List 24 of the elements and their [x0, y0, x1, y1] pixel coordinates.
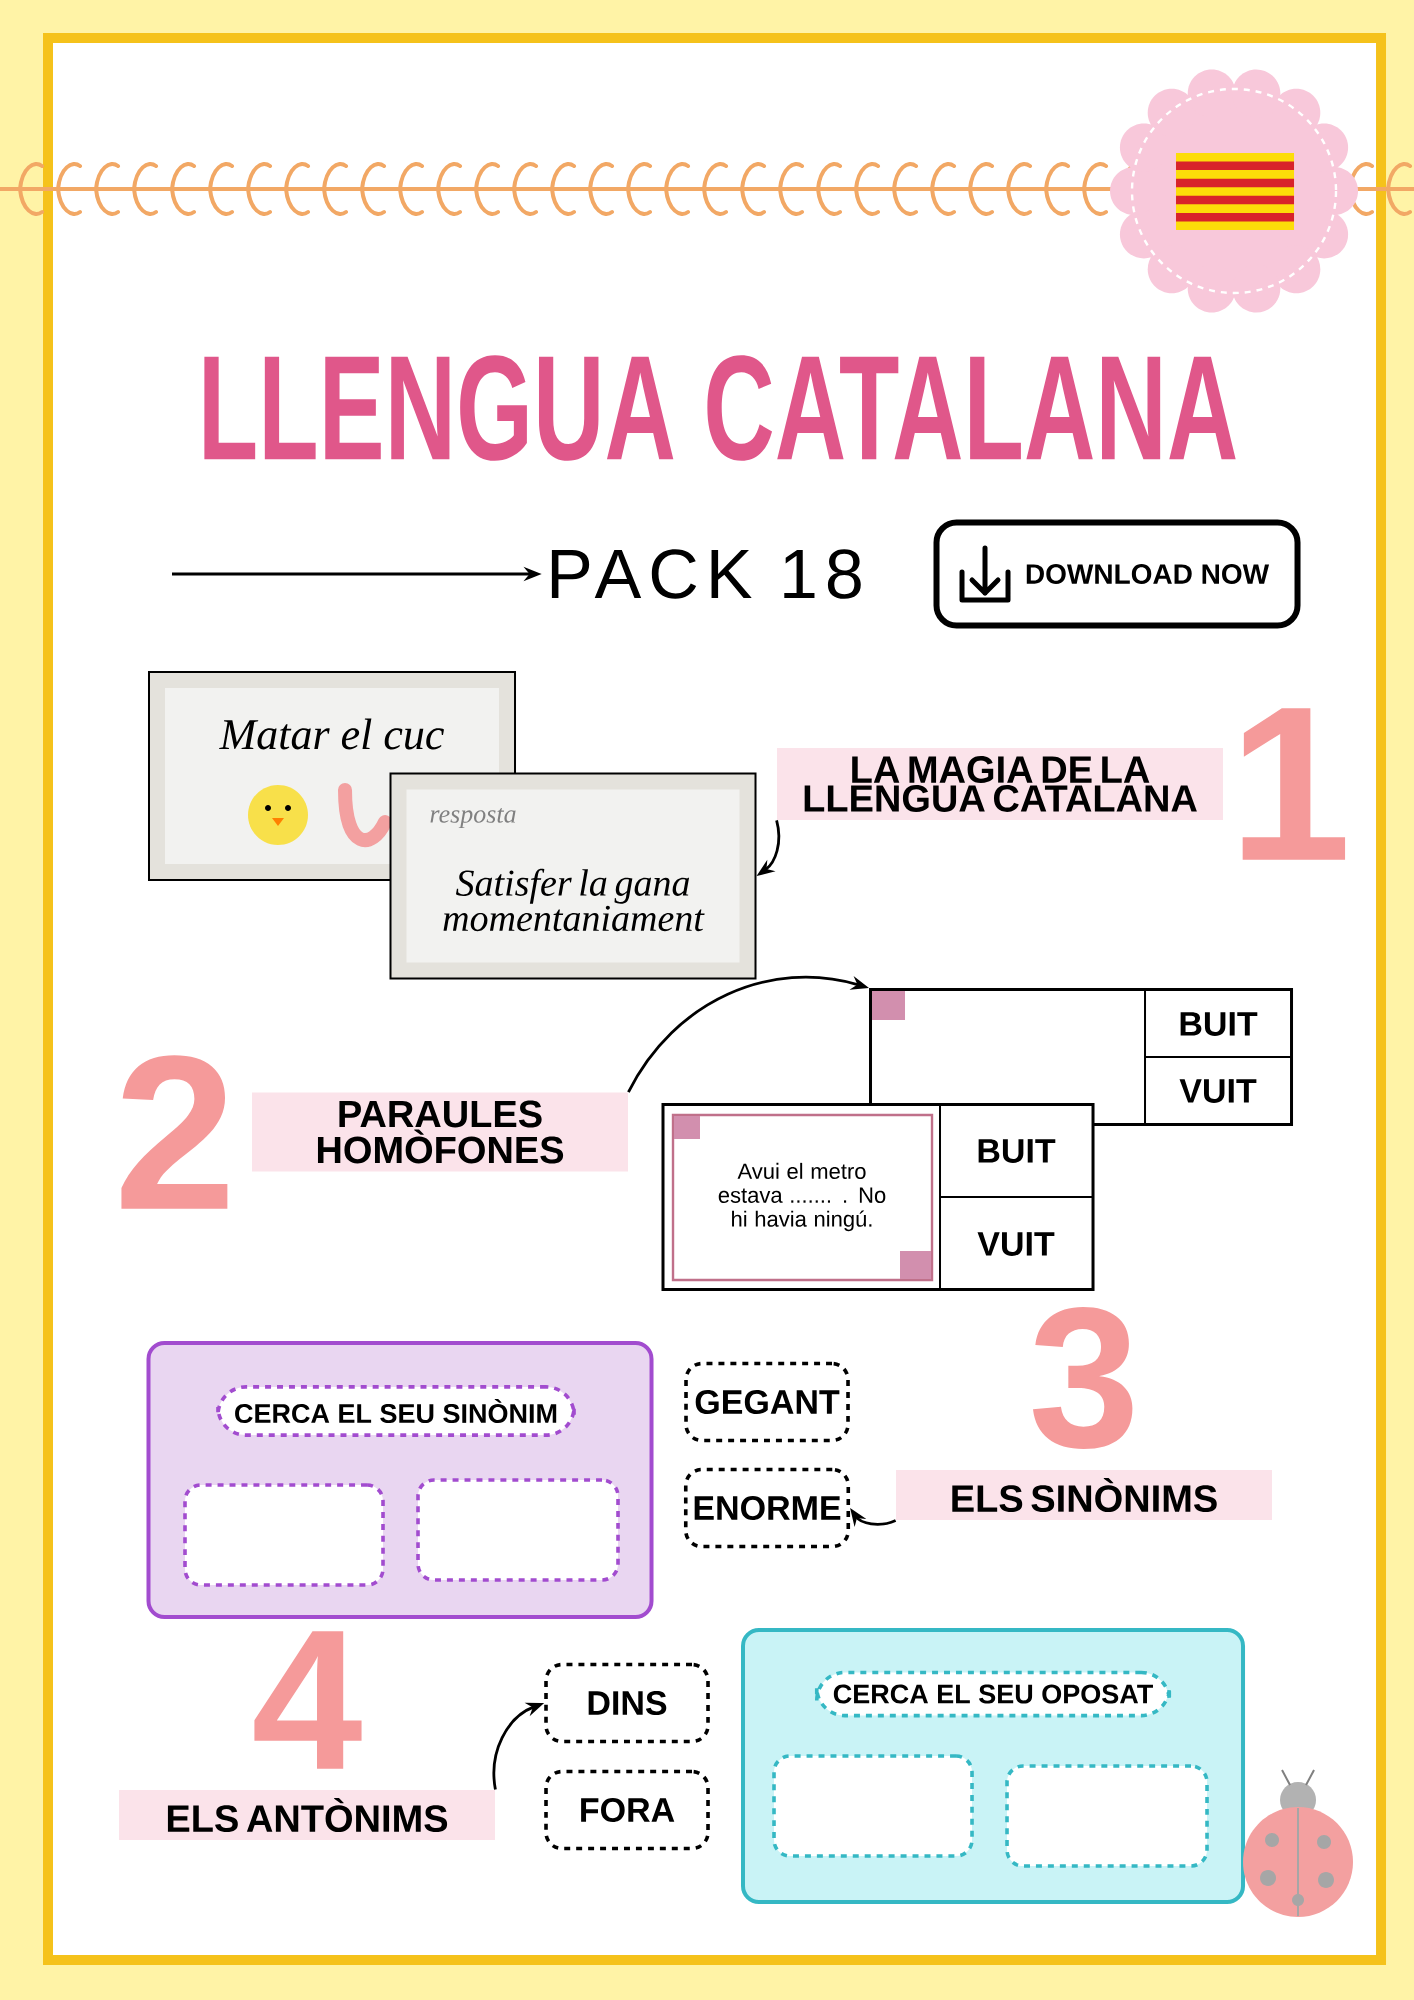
section-label: PARAULES HOMÒFONES — [252, 1092, 628, 1172]
word-tile: GEGANT — [684, 1361, 850, 1443]
word-tile: DINS — [544, 1662, 710, 1744]
big-numeral: 1 — [1242, 708, 1346, 860]
answer-box — [183, 1483, 385, 1587]
big-numeral: 2 — [121, 1055, 228, 1209]
section-label: ELS SINÒNIMS — [896, 1470, 1272, 1521]
section-label: ELS ANTÒNIMS — [119, 1790, 495, 1841]
pack-label: PACK 18 — [551, 549, 861, 599]
heading-pill: CERCA EL SEU OPOSAT — [814, 1670, 1172, 1718]
word-tile: ENORME — [683, 1467, 851, 1549]
answer-box — [772, 1754, 974, 1858]
answer-box — [416, 1478, 620, 1582]
answer-card: BUIT VUIT — [869, 988, 1293, 1126]
flash-card: resposta Satisfer la gana momentaniament — [389, 772, 757, 980]
download-button: DOWNLOAD NOW — [933, 519, 1301, 629]
word-tile: FORA — [544, 1769, 710, 1851]
heading-pill: CERCA EL SEU SINÒNIM — [216, 1385, 576, 1437]
title: LLENGUA CATALANA — [204, 355, 1236, 461]
big-numeral: 3 — [1033, 1307, 1133, 1449]
big-numeral: 4 — [254, 1631, 362, 1769]
answer-card: Avui el metro estava ....... . No hi havia ningú. BUIT VUIT — [661, 1103, 1095, 1291]
section-label: LA MAGIA DE LA LLENGUA CATALANA — [777, 748, 1224, 820]
answer-box — [1005, 1764, 1209, 1868]
